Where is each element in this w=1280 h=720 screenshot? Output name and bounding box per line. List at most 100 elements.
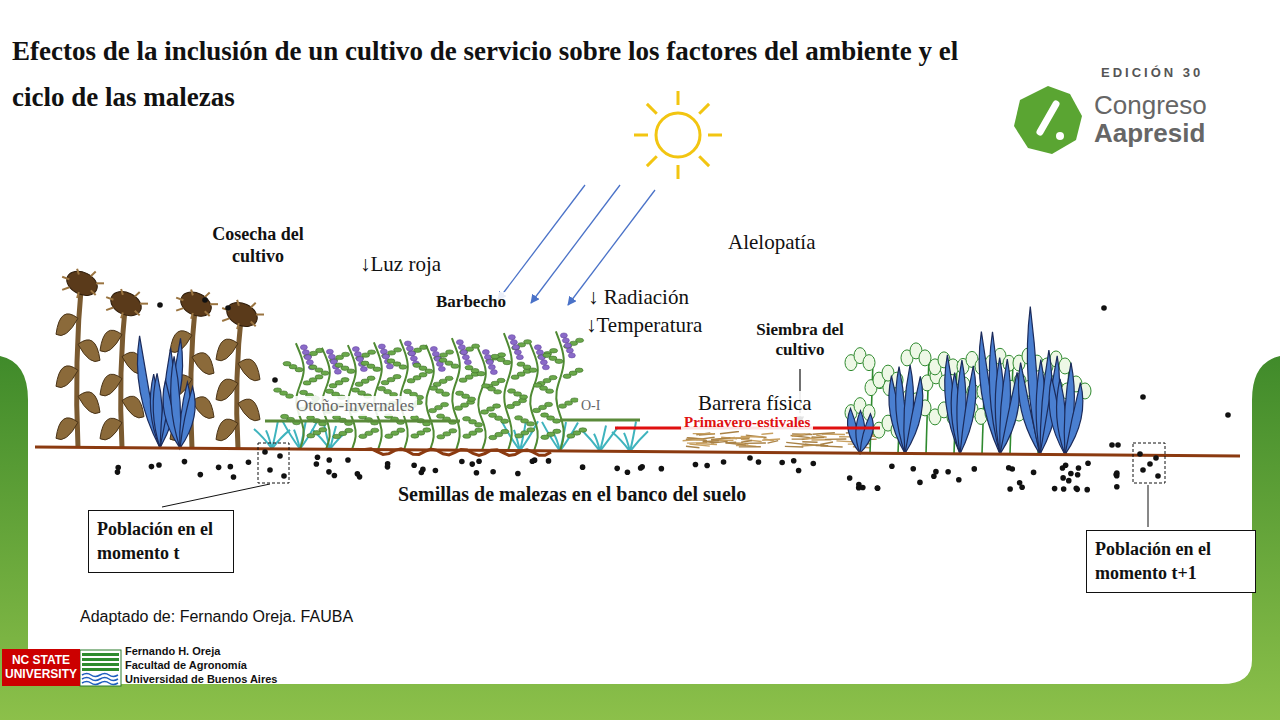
illustration-part [326,349,333,354]
straw [728,437,750,439]
seedling [294,430,300,449]
seed [202,297,208,303]
illustration-part [91,272,96,277]
illustration-part [699,104,709,114]
illustration-part [378,344,385,349]
straw [763,439,774,441]
illustration-part [408,351,416,355]
illustration-part [354,352,361,357]
straw [804,437,823,439]
illustration-part [91,290,96,295]
illustration-part [423,428,431,432]
illustration-part [508,389,516,393]
population-box: Población en el momento t+1 [1086,530,1256,593]
author-credit: Facultad de Agronomía [125,659,247,672]
seedling [514,430,520,451]
seed [546,458,552,464]
illustration-part [309,365,317,369]
illustration-part [432,351,439,356]
illustration-part [472,344,480,348]
title: Efectos de la inclusión de un cultivo de… [12,28,1012,120]
illustration-part [223,298,261,331]
stage-label: Siembra del cultivo [738,320,862,361]
seed [228,464,234,470]
seed [796,468,802,474]
seed [1060,465,1066,471]
illustration-part [352,347,359,352]
illustration-part [458,345,465,350]
seed [267,467,273,473]
illustration-part [326,389,334,393]
event-edition: EDICIÓN 30 [1101,65,1203,81]
seed [1066,478,1072,484]
effect-label: Alelopatía [728,230,815,255]
straw [825,438,847,440]
seed [704,463,710,469]
author-credit: Universidad de Buenos Aires [125,673,277,686]
illustration-part [82,668,119,671]
illustration-part [426,345,434,450]
illustration-part [356,357,363,362]
seedling [624,433,630,451]
seedling [330,430,348,449]
vetch-plant [456,348,509,450]
illustration-part [237,309,242,449]
seed [281,473,287,479]
illustration-part [863,355,875,371]
illustration-part [550,349,558,353]
vetch-plant [378,339,431,449]
seedling [594,434,600,451]
illustration-part [191,290,193,296]
seed [355,471,361,477]
straw [696,443,717,444]
illustration-part [493,404,501,408]
leader-line [1148,485,1149,527]
blue-weed [979,332,1019,455]
seed [1153,455,1159,461]
illustration-part [497,378,505,382]
seed [756,459,762,465]
illustration-part [216,339,238,361]
seed [1140,394,1146,400]
seed [1147,461,1153,467]
illustration-part [441,402,449,406]
seed [1052,486,1058,492]
illustration-part [352,388,360,392]
seed [332,473,338,479]
seed [1068,471,1074,477]
illustration-part [708,134,722,137]
illustration-part [562,338,569,343]
sunflower [216,298,264,449]
seedling [600,427,618,451]
illustration-part [122,396,144,418]
crop-plant [929,352,979,454]
illustration-part [1065,383,1083,455]
illustration-part [677,91,680,105]
illustration-part [905,376,923,453]
illustration-part [512,346,520,350]
illustration-part [205,292,210,297]
seed [580,464,586,470]
seed [1137,451,1143,457]
illustration-part [205,311,210,316]
illustration-part [274,388,282,392]
straw [820,446,842,447]
straw [812,436,825,438]
crop-plant [901,343,951,454]
illustration-part [191,313,193,319]
population-box: Población en el momento t [88,510,234,573]
illustration-part [80,650,121,686]
illustration-part [135,311,140,316]
illustration-part [514,350,521,355]
illustration-part [304,355,311,360]
illustration-part [534,383,542,387]
illustration-part [302,350,309,355]
illustration-part [397,428,405,432]
straw [693,433,715,434]
illustration-part [367,376,375,380]
illustration-part [210,303,218,305]
illustration-part [378,386,386,390]
illustration-part [430,386,438,390]
illustration-part [484,355,491,360]
illustration-part [465,365,473,369]
